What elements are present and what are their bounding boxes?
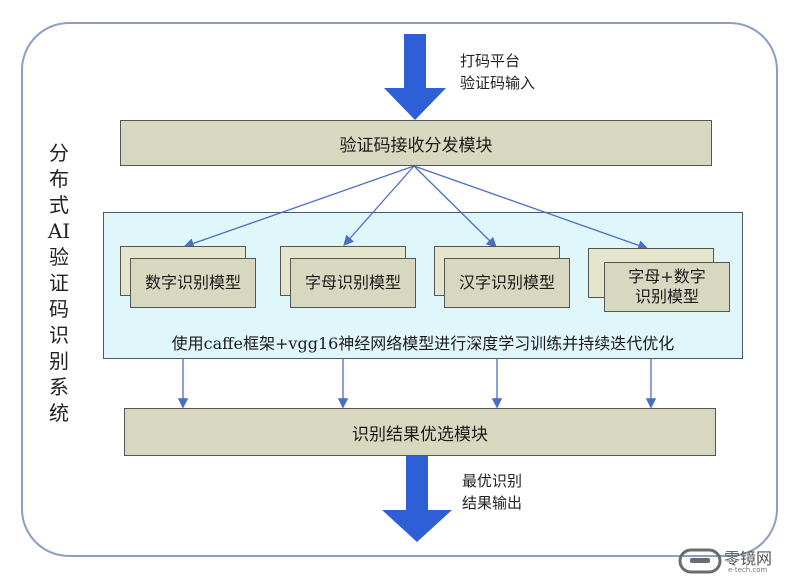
fanout-line bbox=[343, 165, 415, 246]
title-char: 别 bbox=[49, 349, 69, 373]
title-char: 系 bbox=[49, 375, 69, 399]
training-caption: 使用caffe框架+vgg16神经网络模型进行深度学习训练并持续迭代优化 bbox=[171, 334, 675, 353]
watermark-url: e-tech.com bbox=[728, 566, 768, 574]
letter-model: 字母识别模型 bbox=[290, 258, 416, 308]
watermark-logo bbox=[678, 548, 722, 574]
alnum-model-line: 识别模型 bbox=[634, 287, 699, 306]
chinese-model: 汉字识别模型 bbox=[444, 258, 570, 308]
watermark-name: 零镜网 bbox=[724, 549, 773, 568]
fanout-line bbox=[413, 165, 649, 251]
result-optimize-module: 识别结果优选模块 bbox=[124, 408, 716, 456]
digit-model: 数字识别模型 bbox=[130, 258, 256, 308]
title-char: 证 bbox=[49, 271, 69, 295]
title-char: 验 bbox=[49, 245, 69, 269]
alnum-model: 字母+数字 识别模型 bbox=[604, 262, 730, 312]
system-frame bbox=[21, 22, 778, 557]
output-arrow bbox=[382, 456, 452, 542]
title-char: 式 bbox=[49, 193, 69, 217]
input-label: 打码平台 验证码输入 bbox=[460, 50, 535, 94]
receive-dispatch-module: 验证码接收分发模块 bbox=[120, 120, 712, 166]
alnum-model-line: 字母+数字 bbox=[628, 267, 706, 286]
input-label-line: 打码平台 bbox=[460, 52, 521, 70]
title-char: 统 bbox=[49, 401, 69, 425]
output-label: 最优识别 结果输出 bbox=[462, 470, 522, 514]
system-title: 分 布 式 AI 验 证 码 识 别 系 统 bbox=[44, 140, 74, 426]
title-char: 布 bbox=[49, 167, 69, 191]
title-char: 识 bbox=[49, 323, 69, 347]
title-char: AI bbox=[47, 219, 71, 243]
output-label-line: 最优识别 bbox=[462, 472, 523, 490]
input-label-line: 验证码输入 bbox=[460, 74, 536, 92]
fanout-line bbox=[413, 165, 497, 248]
fanout-line bbox=[183, 165, 415, 249]
output-label-line: 结果输出 bbox=[462, 494, 523, 512]
title-char: 分 bbox=[49, 141, 69, 165]
input-arrow bbox=[384, 34, 446, 120]
title-char: 码 bbox=[49, 297, 69, 321]
